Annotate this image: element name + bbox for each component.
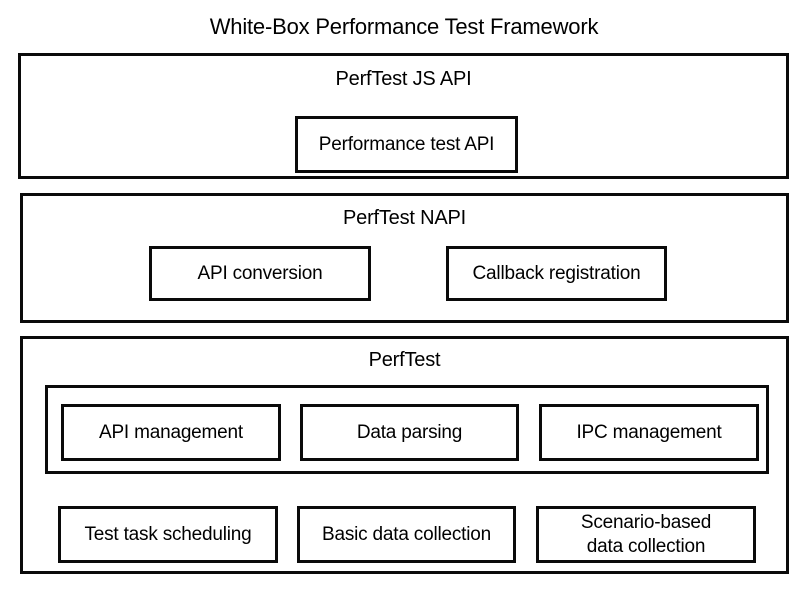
group-core-modules: API management Data parsing IPC manageme… — [45, 385, 769, 474]
page-title: White-Box Performance Test Framework — [209, 14, 599, 39]
box-test-task-scheduling: Test task scheduling — [58, 506, 278, 563]
box-ipc-management: IPC management — [539, 404, 759, 461]
layer-heading-js-api: PerfTest JS API — [335, 68, 472, 90]
layer-heading-perftest: PerfTest — [368, 349, 441, 371]
box-api-management: API management — [61, 404, 281, 461]
box-label: API conversion — [197, 262, 323, 284]
box-label: API management — [98, 421, 243, 443]
layer-perftest-js-api: PerfTest JS API Performance test API — [18, 53, 789, 179]
box-label: Test task scheduling — [84, 523, 252, 545]
box-label: Scenario-based data collection — [580, 511, 712, 557]
box-label: Performance test API — [318, 133, 495, 155]
box-data-parsing: Data parsing — [300, 404, 519, 461]
layer-perftest-napi: PerfTest NAPI API conversion Callback re… — [20, 193, 789, 323]
layer-perftest: PerfTest API management Data parsing IPC… — [20, 336, 789, 574]
layer-heading-napi: PerfTest NAPI — [343, 207, 466, 229]
box-scenario-based-data-collection: Scenario-based data collection — [536, 506, 756, 563]
box-callback-registration: Callback registration — [446, 246, 667, 301]
box-label: Basic data collection — [321, 523, 491, 545]
box-performance-test-api: Performance test API — [295, 116, 518, 173]
box-label: Callback registration — [472, 262, 641, 284]
box-basic-data-collection: Basic data collection — [297, 506, 516, 563]
box-api-conversion: API conversion — [149, 246, 371, 301]
box-label: IPC management — [576, 421, 722, 443]
box-label: Data parsing — [356, 421, 463, 443]
